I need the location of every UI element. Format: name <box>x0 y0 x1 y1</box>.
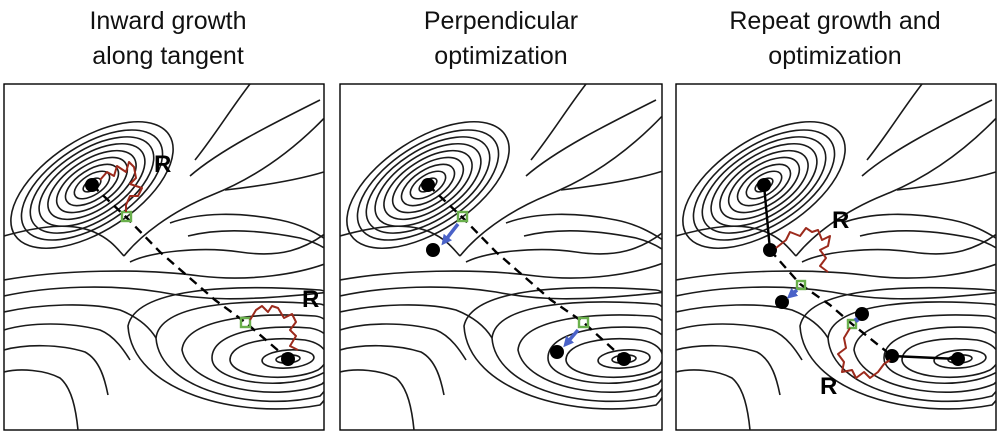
panel-3-title-line-2: optimization <box>768 42 902 70</box>
panel-1-contours <box>4 84 324 430</box>
panel-2-upper-new-bead <box>426 243 440 257</box>
panel-3-upper-solid-segment <box>762 184 772 251</box>
panel-1-lower-image-point <box>239 316 252 329</box>
panel-1-frame <box>3 83 325 431</box>
panel-3-lower-image-point <box>846 318 858 330</box>
panel-3-upper-image-point <box>795 279 807 291</box>
panel-3-upper-arrow <box>786 287 799 299</box>
panel-3-lower-spring <box>837 327 891 379</box>
panel-1-title-line-1: Inward growth <box>89 7 247 35</box>
panel-1-title-line-2: along tangent <box>92 42 244 70</box>
panel-3-product-bead <box>951 352 965 366</box>
panel-1-title: Inward growth along tangent <box>8 4 328 74</box>
panel-2-lower-new-bead <box>550 345 564 359</box>
panel-2-title-line-1: Perpendicular <box>423 7 579 35</box>
panel-3-upper-r-label: R <box>832 207 849 234</box>
panel-3-upper-bead <box>763 243 777 257</box>
panel-3-lower-arrow <box>853 316 860 324</box>
panel-1-reactant-bead <box>85 178 99 192</box>
panel-2-lower-arrow <box>563 328 580 348</box>
panel-3-title-line-1: Repeat growth and <box>729 7 941 35</box>
panel-3-dashed-path <box>769 249 893 357</box>
panel-2-frame <box>339 83 663 431</box>
panel-3-title: Repeat growth and optimization <box>672 4 998 74</box>
panel-1-lower-r-label: R <box>302 286 319 313</box>
panel-3-lower-new-bead <box>855 307 869 321</box>
panel-2-reactant-bead <box>421 178 435 192</box>
panel-2-product-bead <box>617 352 631 366</box>
panel-3-reactant-bead <box>757 178 771 192</box>
panel-2-lower-image-point <box>577 316 590 329</box>
panel-3-upper-spring <box>775 227 831 273</box>
panel-2-title-line-2: optimization <box>434 42 568 70</box>
panel-1-product-bead <box>281 352 295 366</box>
panel-3-upper-new-bead <box>775 295 789 309</box>
panel-3-lower-bead <box>885 349 899 363</box>
panel-2-upper-arrow <box>441 222 460 246</box>
panel-2-upper-image-point <box>456 210 469 223</box>
panel-3-frame <box>675 83 997 431</box>
panel-3-lower-solid-segment <box>891 354 959 361</box>
panel-3-content: R R <box>757 178 965 400</box>
panel-2-content <box>421 178 631 366</box>
panel-1-upper-r-label: R <box>154 151 171 178</box>
panel-2-title: Perpendicular optimization <box>336 4 666 74</box>
panel-2-contours <box>340 84 662 430</box>
panel-1-dashed-path <box>91 184 289 360</box>
panel-1-content: R R <box>85 151 319 366</box>
panel-1-lower-spring <box>249 305 299 351</box>
panel-2-dashed-path <box>427 184 625 360</box>
panel-3-lower-r-label: R <box>820 373 837 400</box>
panel-1-upper-spring <box>99 161 143 212</box>
